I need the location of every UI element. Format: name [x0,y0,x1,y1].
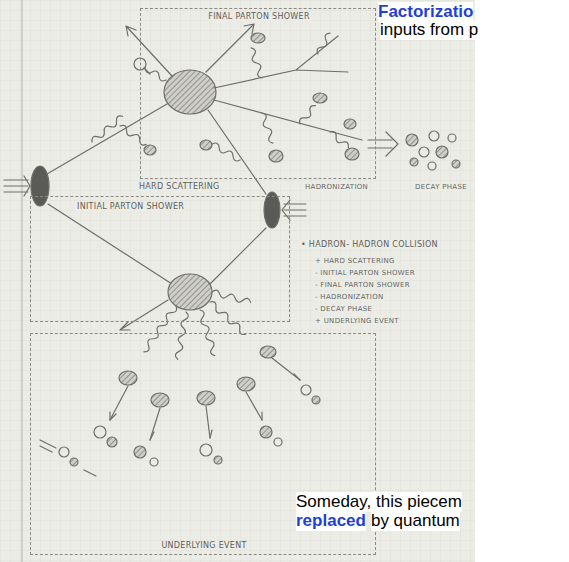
region-label: UNDERLYING EVENT [159,541,248,550]
stage-label: HADRONIZATION [304,183,369,191]
dashed-region: FINAL PARTON SHOWER [140,8,376,179]
slide-text: Someday, this piecem [296,492,462,512]
list-item: + UNDERLYING EVENT [314,317,400,325]
list-item: - FINAL PARTON SHOWER [314,281,411,289]
list-item: - HADRONIZATION [314,293,385,301]
slide-text: by quantum [371,511,460,531]
slide-emphasis: replaced [296,511,366,531]
region-label: FINAL PARTON SHOWER [206,12,312,21]
stage-label: HARD SCATTERING [138,182,221,191]
list-item: - INITIAL PARTON SHOWER [314,269,416,277]
list-item: + HARD SCATTERING [314,257,396,265]
list-item: - DECAY PHASE [314,305,373,313]
slide-heading: Factorizatio [378,2,473,22]
region-label: INITIAL PARTON SHOWER [75,202,186,211]
list-heading: • HADRON- HADRON COLLISION [300,240,439,249]
stage-label: DECAY PHASE [414,183,468,191]
dashed-region: INITIAL PARTON SHOWER [30,196,290,322]
slide-text: inputs from p [380,20,478,40]
